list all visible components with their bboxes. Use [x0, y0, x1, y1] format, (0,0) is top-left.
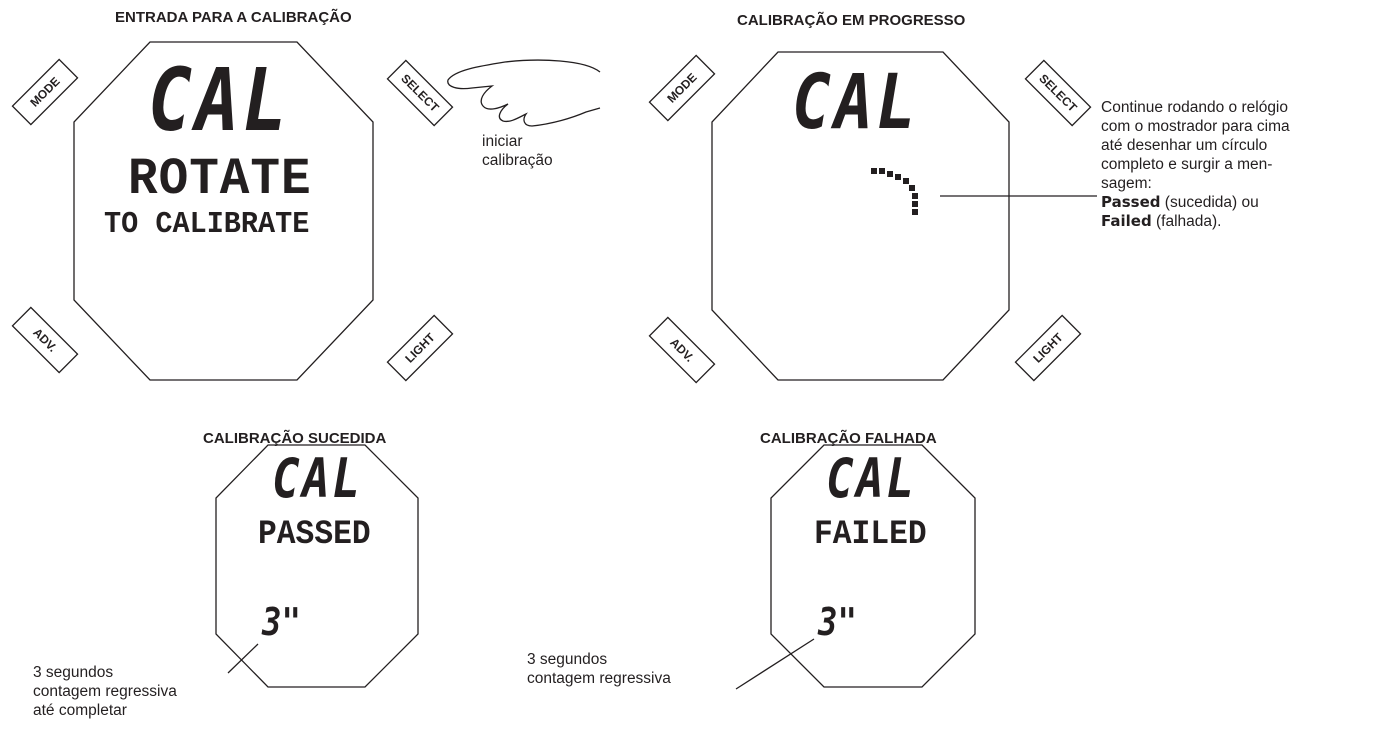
- select-button-entry-outline: [386, 59, 454, 127]
- select-button-progress-outline: [1024, 59, 1092, 127]
- watch-face-progress: [711, 51, 1010, 381]
- passed-callout-line: [227, 643, 259, 674]
- display-cal-passed: CAL: [272, 447, 363, 510]
- mode-button-progress-outline: [648, 54, 716, 122]
- panel-passed-title: CALIBRAÇÃO SUCEDIDA: [203, 430, 387, 447]
- progress-arc-dots: [871, 168, 918, 215]
- watch-face-failed: [770, 444, 976, 688]
- display-countdown-failed: 3": [818, 600, 857, 644]
- display-to-calibrate: TO CALIBRATE: [104, 207, 310, 242]
- light-button-entry-outline: [386, 314, 454, 382]
- display-failed: FAILED: [814, 516, 927, 554]
- panel-progress-title: CALIBRAÇÃO EM PROGRESSO: [737, 12, 966, 29]
- start-calibration-label: iniciar calibração: [482, 133, 553, 169]
- mode-button-entry-outline: [11, 58, 79, 126]
- display-cal-entry: CAL: [148, 51, 291, 151]
- pointing-hand-icon: [447, 59, 601, 127]
- adv-button-entry-outline: [11, 306, 79, 374]
- display-passed: PASSED: [258, 516, 371, 554]
- panel-entry-title: ENTRADA PARA A CALIBRAÇÃO: [115, 9, 352, 26]
- display-cal-failed: CAL: [826, 447, 917, 510]
- failed-keyword: Failed: [1101, 212, 1152, 230]
- panel-failed-title: CALIBRAÇÃO FALHADA: [760, 430, 937, 447]
- display-countdown-passed: 3": [262, 600, 301, 644]
- progress-instructions: Continue rodando o relógio com o mostrad…: [1101, 99, 1290, 230]
- failed-countdown-label: 3 segundos contagem regressiva: [527, 651, 671, 687]
- light-button-progress-outline: [1014, 314, 1082, 382]
- display-cal-progress: CAL: [792, 57, 919, 146]
- adv-button-progress-outline: [648, 316, 716, 384]
- watch-face-entry: [73, 41, 374, 381]
- passed-keyword: Passed: [1101, 193, 1161, 211]
- watch-face-passed: [215, 444, 419, 688]
- display-rotate: ROTATE: [128, 150, 312, 209]
- failed-callout-line: [735, 638, 815, 690]
- passed-countdown-label: 3 segundos contagem regressiva até compl…: [33, 664, 177, 719]
